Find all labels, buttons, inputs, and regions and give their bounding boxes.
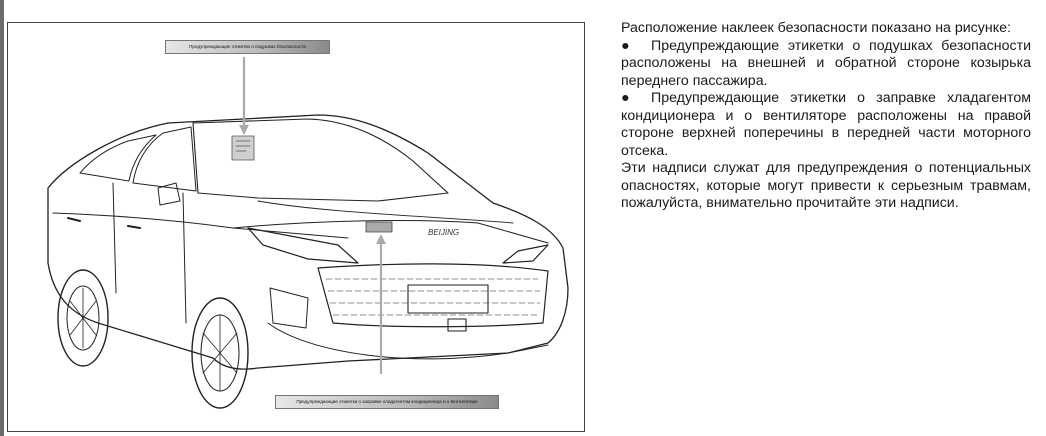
bullet-icon: ● <box>621 90 630 106</box>
description-text: Расположение наклеек безопасности показа… <box>621 20 1031 213</box>
bullet-text-2: Предупреждающие этикетки о заправке хлад… <box>621 90 1031 159</box>
outro-paragraph: Эти надписи служат для предупреждения о … <box>621 160 1031 211</box>
car-illustration: BEIJING <box>47 56 569 409</box>
svg-text:BEIJING: BEIJING <box>428 228 459 237</box>
airbag-label-callout: Предупреждающие этикетки о подушках безо… <box>165 40 330 54</box>
bullet-paragraph-1: ●Предупреждающие этикетки о подушках без… <box>621 38 1031 91</box>
page-edge-bar <box>0 0 4 436</box>
car-figure: BEIJING Предупреждающие этикетки о подуш… <box>7 22 585 432</box>
intro-paragraph: Расположение наклеек безопасности показа… <box>621 20 1011 36</box>
refrigerant-label-callout: Предупреждающие этикетки о заправке хлад… <box>275 395 499 409</box>
bullet-text-1: Предупреждающие этикетки о подушках безо… <box>621 37 1031 89</box>
bullet-icon: ● <box>621 37 630 54</box>
bullet-paragraph-2: ●Предупреждающие этикетки о заправке хла… <box>621 90 1031 160</box>
